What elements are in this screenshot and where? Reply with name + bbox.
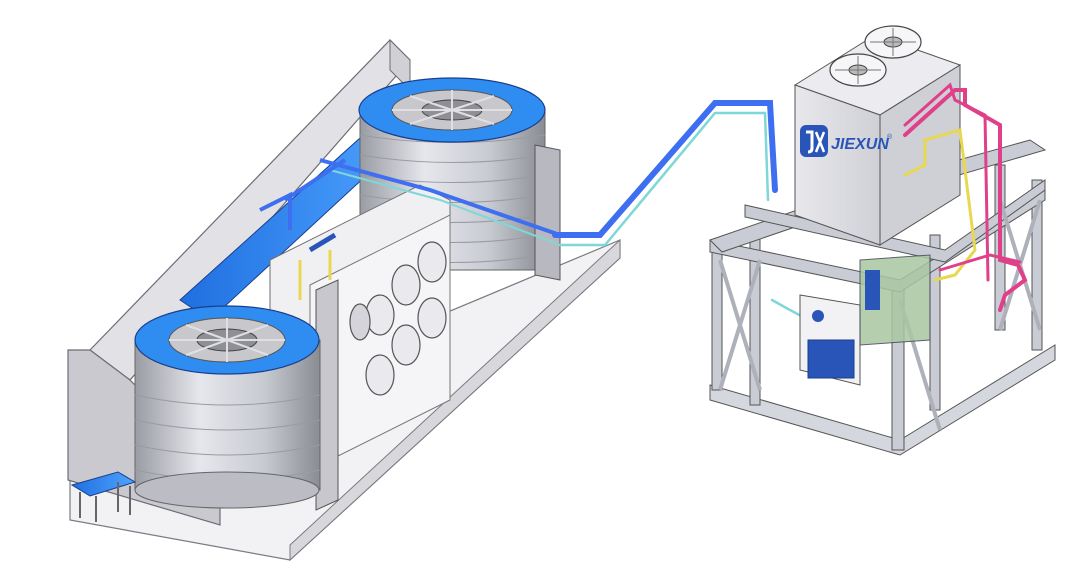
condenser-fans <box>829 25 922 87</box>
brand-logo-icon <box>800 125 828 157</box>
spiral-drum-front <box>134 305 321 509</box>
evaporator-fans <box>349 241 447 396</box>
infeed-conveyor <box>70 471 137 522</box>
brand-logo-small-icon <box>812 310 824 322</box>
brand-logo: JIEXUN ® <box>800 125 893 157</box>
brand-name: JIEXUN <box>831 136 889 153</box>
condenser-box <box>793 34 962 246</box>
condensing-unit-piping <box>903 82 1028 312</box>
compressor-rack <box>799 254 931 386</box>
internal-piping <box>259 158 561 300</box>
registered-mark: ® <box>887 133 893 141</box>
